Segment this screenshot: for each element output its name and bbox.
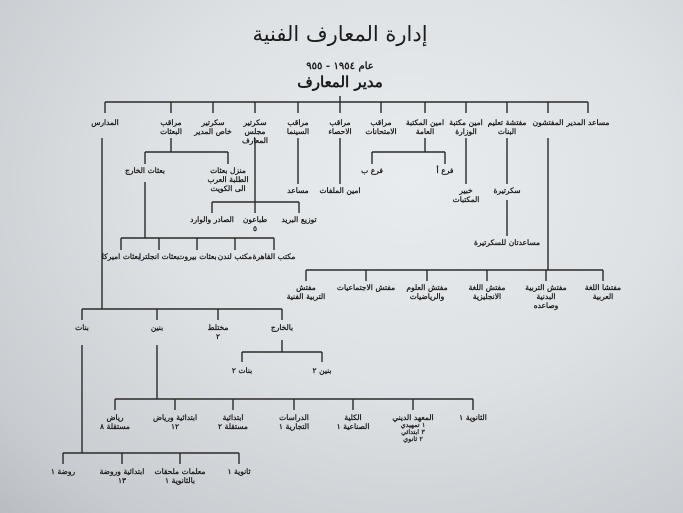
node-student-house: منزل بعثات الطلبة العرب الى الكويت (207, 166, 249, 193)
node-boys-school: ابتدائية ورياض ١٢ (152, 413, 198, 431)
node-inspector: مفتش الاجتماعيات (336, 283, 396, 292)
node-boys-school: الكلية الصناعية ١ (336, 413, 370, 431)
chart-year: عام ١٩٥٤ - ٩٥٥ (306, 61, 374, 72)
node-girls-school: معلمات ملحقات بالثانوية ١ (154, 467, 206, 485)
node-statistics: مراقب الاحصاء (328, 118, 352, 136)
node-inspector: مفتش اللغة الانجليزية (468, 283, 506, 301)
node-cinema-assistant: مساعد (287, 186, 309, 195)
node-ministry-library: امين مكتبة الوزارة (449, 118, 483, 136)
node-director: مدير المعارف (297, 73, 383, 91)
religious-sub: ١ تمهيدي (400, 421, 426, 429)
node-abroad-boys: بنين ٢ (312, 366, 332, 375)
node-inspectors: المفتشون (532, 118, 564, 127)
node-boys-schools: بنين (150, 323, 164, 332)
node-boys-school: رياض مستقلة ٨ (100, 413, 130, 431)
node-abroad-schools: بالخارج (270, 323, 294, 332)
node-girls-inspector: مفتشة تعليم البنات (487, 118, 527, 136)
chart-title: إدارة المعارف الفنية (252, 22, 428, 46)
node-girls-school: ابتدائية وروضة ١٣ (99, 467, 145, 485)
node-council-secretary: سكرتير مجلس المعارف (241, 118, 268, 145)
node-mission: بعثات بيروت (177, 252, 217, 261)
node-boys-school: ابتدائية مستقلة ٢ (218, 413, 248, 431)
node-mission: بعثات اميركا (101, 252, 141, 261)
node-branch-b: فرع ب (361, 166, 383, 175)
node-branch-a: فرع أ (436, 166, 454, 175)
node-boys-school: الدراسات التجارية ١ (278, 413, 310, 431)
node-girls-schools: بنات (75, 323, 89, 332)
node-inspector: مفتشا اللغة العربية (584, 283, 622, 301)
node-exams: مراقب الامتحانات (365, 118, 397, 136)
node-inspector: مفتش التربية الفنية (286, 283, 326, 301)
node-abroad-girls: بنات ٢ (231, 366, 253, 375)
religious-sub: ٣ ابتدائي (401, 428, 425, 436)
node-assistant-director: مساعد المدير (566, 118, 610, 127)
node-mission: مكتب القاهرة (252, 252, 296, 261)
node-files-keeper: امين الملفات (319, 186, 361, 195)
node-cinema: مراقب السينما (286, 118, 310, 136)
node-boys-school: الثانوية ١ (459, 413, 487, 422)
node-inspector: مفتش العلوم والرياضيات (406, 283, 448, 301)
node-missions-abroad: بعثات الخارج (125, 166, 165, 175)
religious-institute-label: المعهد الديني (392, 413, 434, 422)
node-council-child: طباعون ٥ (242, 215, 268, 233)
node-council-child: الصادر والوارد (190, 215, 234, 224)
node-library-expert: خبير المكتبات (452, 186, 480, 204)
religious-sub: ٢ ثانوي (403, 435, 423, 443)
node-mission: مكتب لندن (217, 252, 253, 261)
node-private-secretary: سكرتير خاص المدير (194, 118, 232, 136)
node-schools: المدارس (91, 118, 119, 127)
node-council-child: توزيع البريد (281, 215, 317, 224)
node-mixed-schools: مختلط ٢ (207, 323, 229, 341)
node-secretary: سكرتيرة (493, 186, 521, 195)
node-missions: مراقب البعثات (160, 118, 182, 136)
node-secretary-assistants: مساعدتان للسكرتيرة (473, 238, 541, 247)
node-inspector: مفتش التربية البدنية وصاعده (525, 283, 567, 310)
node-girls-school: روضة ١ (50, 467, 76, 476)
node-mission: بعثات انجلترا (139, 252, 179, 261)
node-girls-school: ثانوية ١ (227, 467, 251, 476)
node-religious-institute: المعهد الديني ١ تمهيدي ٣ ابتدائي ٢ ثانوي (392, 413, 433, 443)
node-public-library: امين المكتبة العامة (405, 118, 445, 136)
